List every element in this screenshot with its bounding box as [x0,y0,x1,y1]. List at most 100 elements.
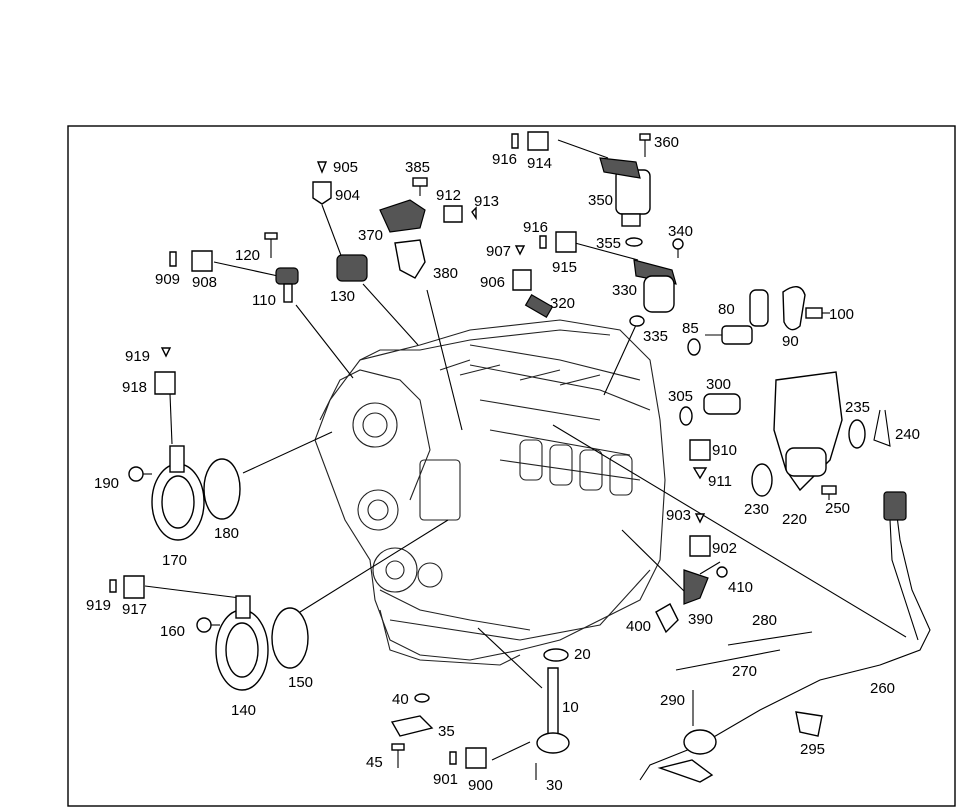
part-290-knock-sensor [657,690,717,783]
label-919a: 919 [125,348,150,365]
label-901: 901 [433,771,458,788]
label-916b: 916 [523,219,548,236]
label-900: 900 [468,777,493,794]
label-320: 320 [550,295,575,312]
label-908: 908 [192,274,217,291]
part-280-cable-tie [727,631,813,646]
part-260-harness [639,499,931,781]
label-250: 250 [825,500,850,517]
label-45: 45 [366,754,383,771]
label-907: 907 [486,243,511,260]
label-260: 260 [870,680,895,697]
label-90: 90 [782,333,799,350]
part-120-bolt [264,232,278,258]
diagram-frame [67,125,956,807]
label-130: 130 [330,288,355,305]
part-330-solenoid [633,259,677,313]
part-170-cover [151,445,205,541]
part-410-bolt [716,566,728,578]
label-300: 300 [706,376,731,393]
label-270: 270 [732,663,757,680]
part-85-washer [687,338,701,356]
part-355-o-ring [625,237,643,247]
part-305-o-ring [679,406,693,426]
label-30: 30 [546,777,563,794]
part-320-sensor [524,293,554,319]
label-911: 911 [708,473,732,490]
part-150-o-ring [271,607,309,669]
part-140-cover [215,595,269,691]
label-180: 180 [214,525,239,542]
part-110-sensor [275,267,299,303]
label-916a: 916 [492,151,517,168]
label-150: 150 [288,674,313,691]
label-918: 918 [122,379,147,396]
label-903: 903 [666,507,691,524]
label-160: 160 [160,623,185,640]
part-240-clip [873,409,891,447]
label-100: 100 [829,306,854,323]
label-902: 902 [712,540,737,557]
part-400-gasket [655,603,679,634]
engine-block [314,319,666,666]
label-919b: 919 [86,597,111,614]
label-330: 330 [612,282,637,299]
part-80-sensor [705,289,769,345]
label-20: 20 [574,646,591,663]
harness-connector [883,491,907,521]
label-85: 85 [682,320,699,337]
label-190: 190 [94,475,119,492]
label-390: 390 [688,611,713,628]
part-380-bracket [394,239,426,279]
label-380: 380 [433,265,458,282]
part-35-bracket [390,715,434,737]
label-340: 340 [668,223,693,240]
label-335: 335 [643,328,668,345]
part-335-o-ring [629,315,645,327]
part-340-bolt [672,238,684,258]
label-904: 904 [335,187,360,204]
label-912: 912 [436,187,461,204]
part-90-gasket [782,286,806,331]
label-170: 170 [162,552,187,569]
part-270-cable-tie [675,649,781,671]
part-350-solenoid [599,157,651,227]
label-110: 110 [252,292,276,309]
label-305: 305 [668,388,693,405]
label-914: 914 [527,155,552,172]
part-360-bolt [639,133,651,157]
label-355: 355 [596,235,621,252]
label-295: 295 [800,741,825,758]
label-280: 280 [752,612,777,629]
part-20-ring [543,648,569,662]
label-10: 10 [562,699,579,716]
connector-symbols [109,131,711,769]
label-410: 410 [728,579,753,596]
part-45-bolt [391,743,405,768]
leader-lines [144,139,907,761]
label-140: 140 [231,702,256,719]
label-360: 360 [654,134,679,151]
part-160-bolt [196,617,220,633]
part-300-sensor [703,393,741,415]
part-130-sensor [336,254,368,282]
part-295-bracket [795,711,823,737]
label-240: 240 [895,426,920,443]
part-385-bolt [412,177,428,196]
part-220-housing [773,371,843,492]
label-235: 235 [845,399,870,416]
part-190-bolt [128,466,152,482]
part-100-bolt [805,307,830,319]
label-905: 905 [333,159,358,176]
label-220: 220 [782,511,807,528]
part-180-o-ring [203,458,241,520]
label-385: 385 [405,159,430,176]
label-35: 35 [438,723,455,740]
label-906: 906 [480,274,505,291]
label-40: 40 [392,691,409,708]
label-909: 909 [155,271,180,288]
label-915: 915 [552,259,577,276]
part-390-sensor [683,569,709,605]
label-400: 400 [626,618,651,635]
